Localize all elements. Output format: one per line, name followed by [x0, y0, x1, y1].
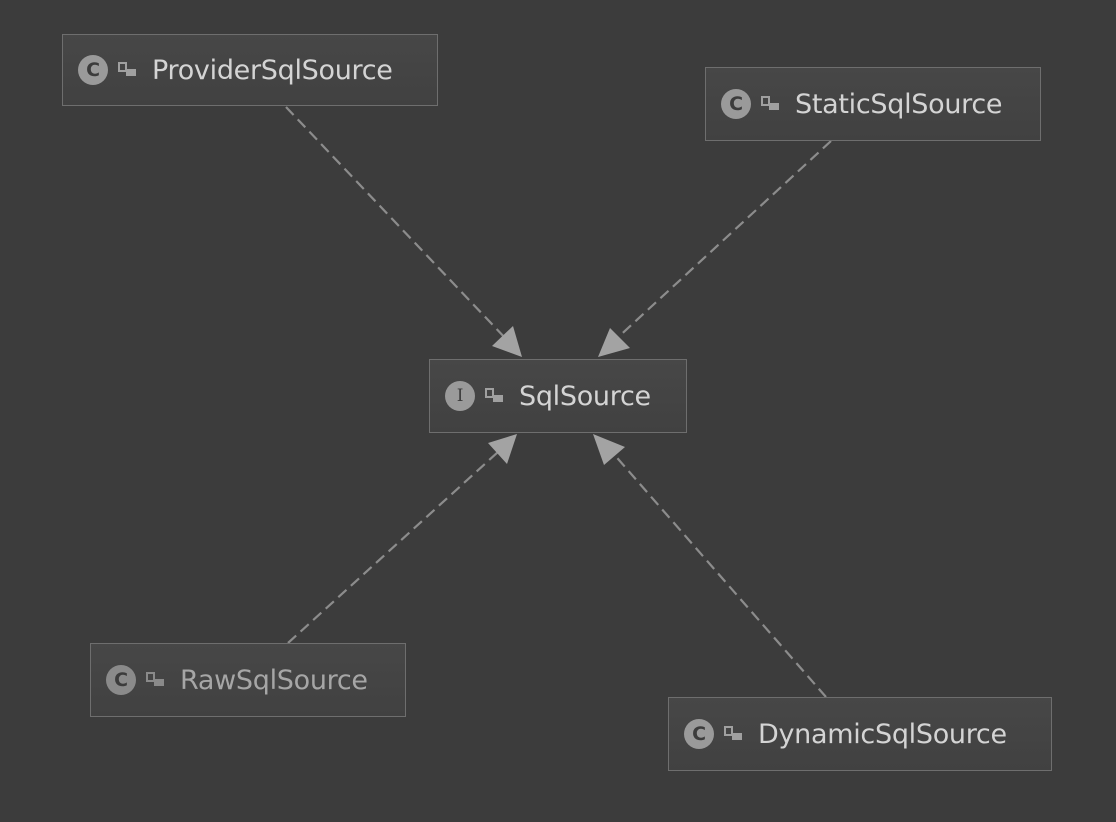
node-label: ProviderSqlSource	[152, 54, 393, 86]
edge-dynamic-to-sqlsource	[611, 451, 827, 698]
class-node-dynamic-sql-source[interactable]: C DynamicSqlSource	[668, 697, 1052, 771]
class-icon: C	[721, 89, 751, 119]
edge-raw-to-sqlsource	[287, 451, 499, 644]
class-icon: C	[78, 55, 108, 85]
node-label: StaticSqlSource	[795, 88, 1003, 120]
arrowhead-static	[598, 328, 630, 357]
visibility-icon	[485, 388, 503, 402]
arrowhead-dynamic	[593, 434, 625, 465]
visibility-icon	[724, 726, 742, 740]
class-node-raw-sql-source[interactable]: C RawSqlSource	[90, 643, 406, 717]
edge-provider-to-sqlsource	[285, 106, 509, 342]
class-node-provider-sql-source[interactable]: C ProviderSqlSource	[62, 34, 438, 106]
interface-node-sql-source[interactable]: I SqlSource	[429, 359, 687, 433]
node-label: SqlSource	[519, 380, 651, 412]
node-label: RawSqlSource	[180, 664, 368, 696]
edge-static-to-sqlsource	[613, 140, 832, 342]
class-icon: C	[684, 719, 714, 749]
arrowhead-raw	[488, 434, 517, 464]
visibility-icon	[146, 672, 164, 686]
class-node-static-sql-source[interactable]: C StaticSqlSource	[705, 67, 1041, 141]
visibility-icon	[118, 62, 136, 76]
arrowhead-provider	[492, 326, 522, 357]
visibility-icon	[761, 96, 779, 110]
class-icon: C	[106, 665, 136, 695]
interface-icon: I	[445, 381, 475, 411]
node-label: DynamicSqlSource	[758, 718, 1007, 750]
